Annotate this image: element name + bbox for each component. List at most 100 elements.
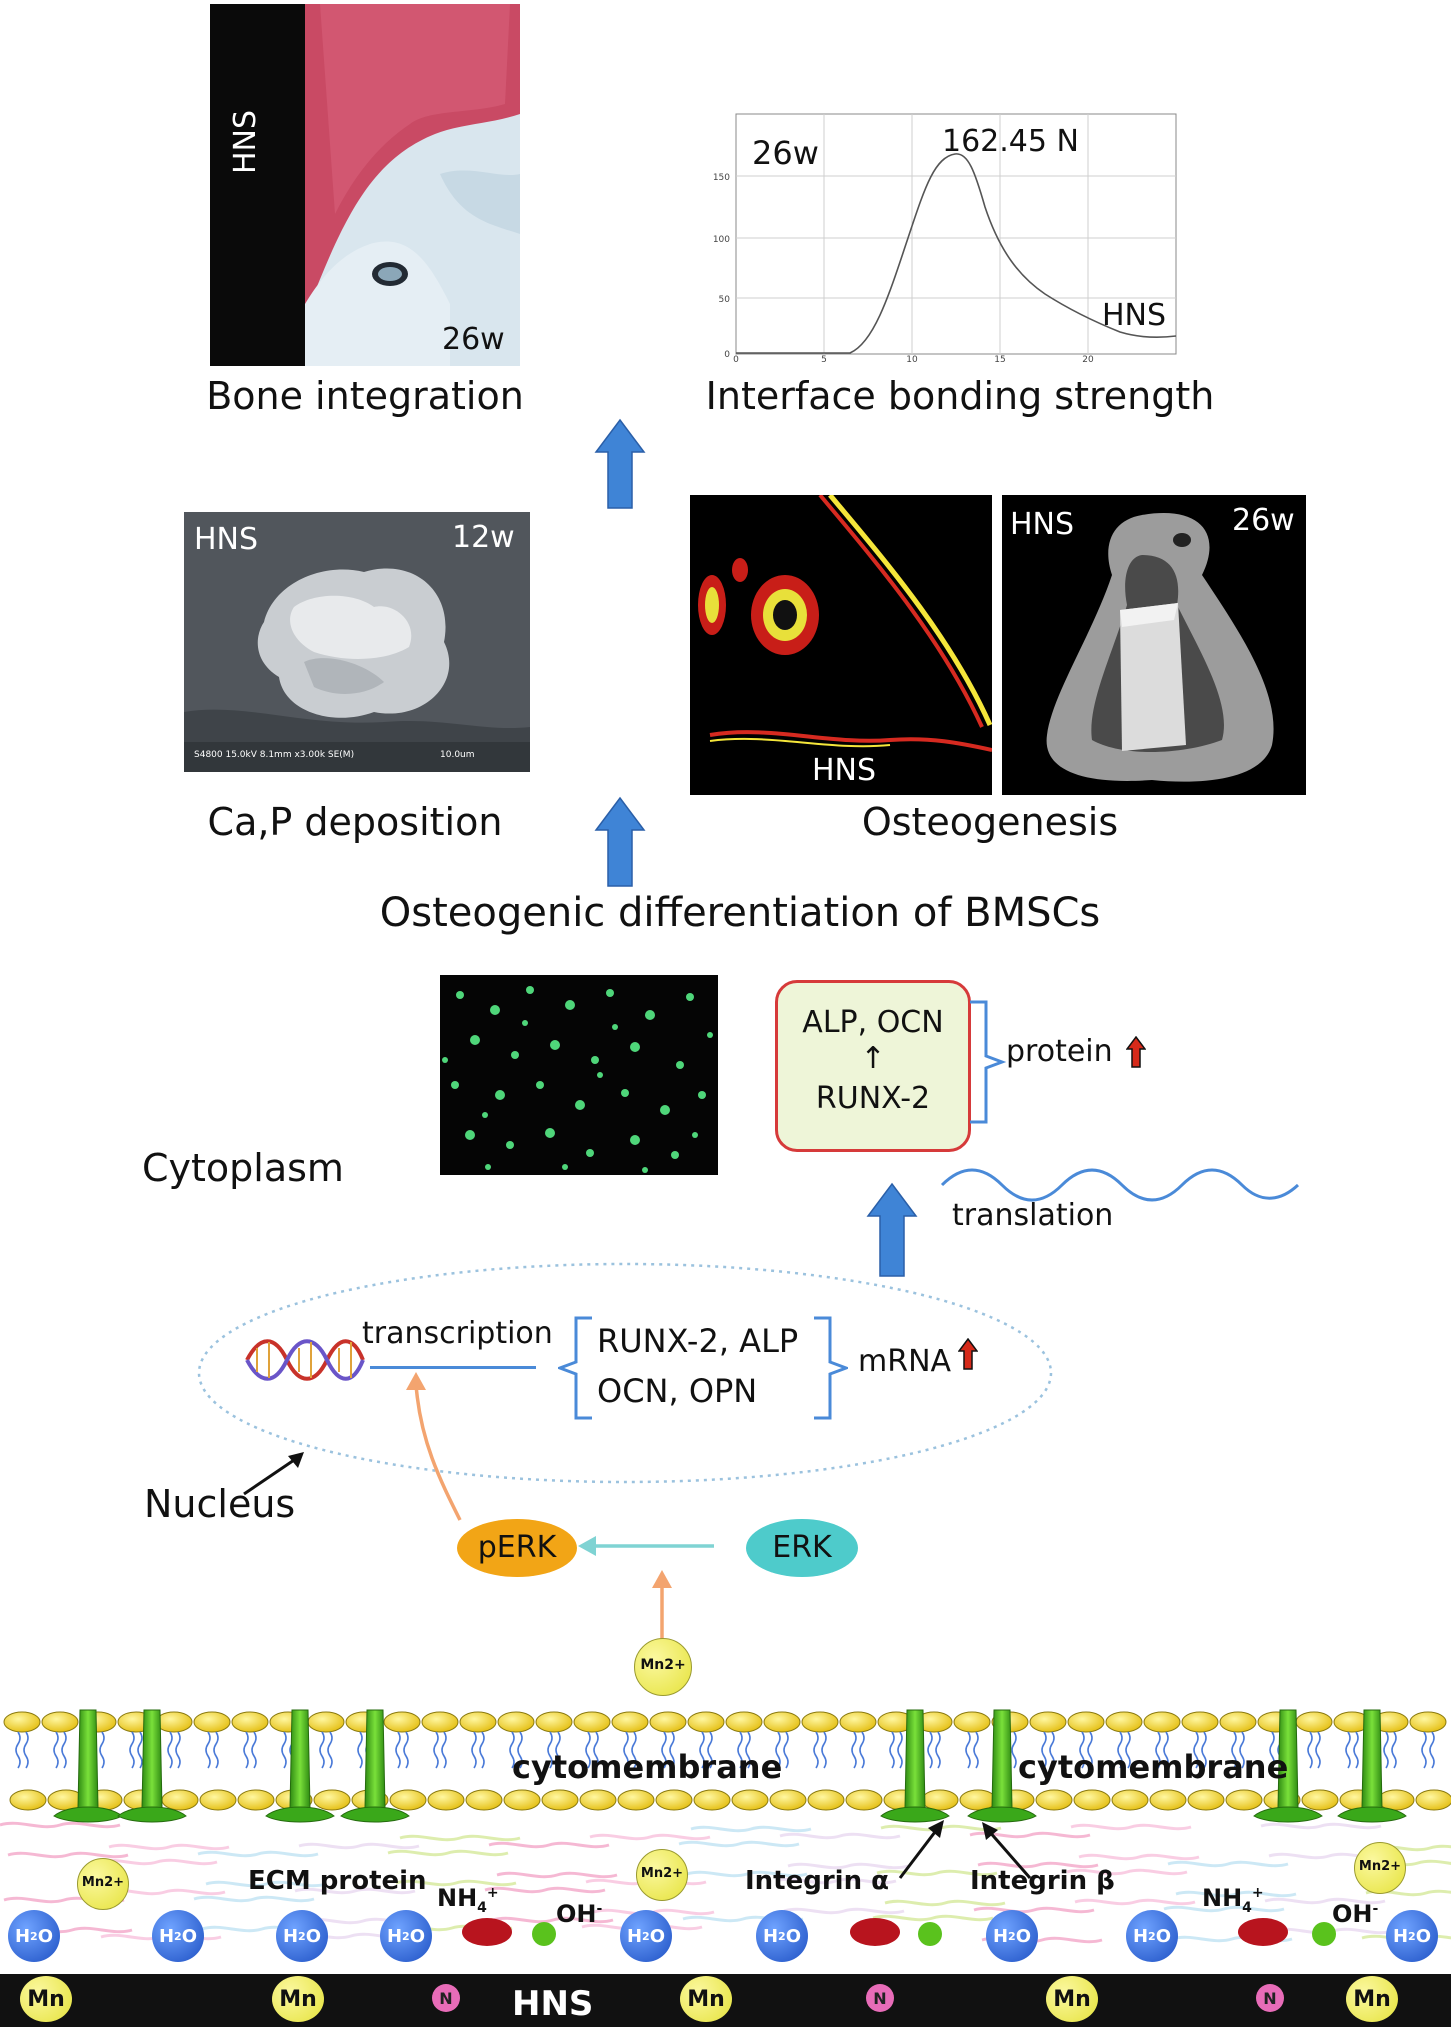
- lipid-tail: [935, 1731, 941, 1769]
- ct-hns-label: HNS: [1010, 507, 1075, 542]
- mn-ion-ecm-left-label: Mn2+: [81, 1875, 125, 1890]
- lipid-tail: [1353, 1731, 1359, 1769]
- lipid-head: [725, 1711, 763, 1733]
- cytomembrane-label-left: cytomembrane: [512, 1748, 783, 1786]
- ecm-fiber: [783, 1907, 905, 1915]
- integrin-foot: [117, 1806, 187, 1823]
- ecm-fiber: [0, 1821, 121, 1829]
- ytick-50: 50: [719, 295, 731, 305]
- lipid-head: [535, 1711, 573, 1733]
- integrin-foot: [1337, 1806, 1407, 1823]
- lipid-tail: [1307, 1731, 1313, 1769]
- lipid-tail: [1345, 1731, 1351, 1769]
- lipid-head: [1105, 1711, 1143, 1733]
- integrin-stalk: [1361, 1709, 1383, 1809]
- ecm-fiber: [488, 1841, 610, 1849]
- lipid-head: [921, 1789, 959, 1811]
- lipid-head: [617, 1789, 655, 1811]
- lipid-head: [839, 1711, 877, 1733]
- lipid-tail: [251, 1731, 257, 1769]
- ecm-fiber: [108, 1843, 230, 1851]
- integrin-foot: [340, 1806, 410, 1823]
- ecm-fiber: [492, 1916, 614, 1924]
- lipid-head: [1415, 1789, 1451, 1811]
- lipid-tail: [1117, 1731, 1123, 1769]
- force-curve: [736, 153, 1177, 354]
- lipid-head: [611, 1711, 649, 1733]
- n-substrate-atom: N: [866, 1984, 894, 2012]
- genes-bracket-right: [814, 1316, 848, 1420]
- ecm-fiber: [1066, 1868, 1188, 1876]
- hns-substrate-label: HNS: [512, 1984, 594, 2024]
- n-substrate-atom: N: [432, 1984, 460, 2012]
- ecm-fiber: [779, 1832, 901, 1840]
- lipid-head: [503, 1789, 541, 1811]
- nucleus-outline: [197, 1262, 1053, 1484]
- lipid-tail: [965, 1731, 971, 1769]
- lipid-tail: [129, 1731, 135, 1769]
- lipid-tail: [669, 1731, 675, 1769]
- ecm-protein-label: ECM protein: [248, 1866, 427, 1896]
- lipid-tail: [1421, 1731, 1427, 1769]
- nh4-label-left: NH4+: [437, 1884, 499, 1916]
- lipid-tail: [1231, 1731, 1237, 1769]
- lipid-tail: [889, 1731, 895, 1769]
- lipid-head: [1111, 1789, 1149, 1811]
- lipid-tail: [1269, 1731, 1275, 1769]
- lipid-head: [1143, 1711, 1181, 1733]
- lipid-tail: [1429, 1731, 1435, 1769]
- lipid-head: [1187, 1789, 1225, 1811]
- lipid-head: [579, 1789, 617, 1811]
- lipid-tail: [509, 1731, 515, 1769]
- lipid-tail: [851, 1731, 857, 1769]
- ecm-fiber: [1078, 1853, 1200, 1861]
- lipid-tail: [737, 1731, 743, 1769]
- bone-time-label: 26w: [442, 322, 505, 357]
- integrin-stalk: [141, 1709, 163, 1809]
- fluor-hns-label: HNS: [812, 753, 877, 788]
- integrin-foot: [880, 1806, 950, 1823]
- signaling-arrows: [406, 1372, 714, 1646]
- perk-node: pERK: [457, 1519, 577, 1577]
- lipid-tail: [973, 1731, 979, 1769]
- mrna-wave: [940, 1168, 1300, 1202]
- strength-series-label: HNS: [1102, 298, 1167, 333]
- up-arrow-1: [594, 418, 646, 509]
- lipid-head: [389, 1789, 427, 1811]
- lipid-head: [693, 1789, 731, 1811]
- cell-fluorescence-image: [440, 975, 718, 1175]
- mn-ion-ecm-right: Mn2+: [1354, 1842, 1406, 1894]
- cell-membrane: [0, 1709, 1451, 2027]
- lipid-head: [9, 1789, 47, 1811]
- genes-bracket-left: [558, 1316, 592, 1420]
- ecm-fiber: [399, 1834, 521, 1842]
- integrin-stalk: [991, 1709, 1013, 1809]
- lipid-head: [383, 1711, 421, 1733]
- xtick-10: 10: [906, 355, 918, 362]
- lipid-head: [731, 1789, 769, 1811]
- lipid-head: [1073, 1789, 1111, 1811]
- lipid-tail: [661, 1731, 667, 1769]
- lipid-head: [161, 1789, 199, 1811]
- ecm-fiber: [1175, 1890, 1297, 1898]
- sem-image: HNS 12w S4800 15.0kV 8.1mm x3.00k SE(M) …: [184, 512, 530, 772]
- lipid-head: [655, 1789, 693, 1811]
- protein-label: protein: [1006, 1034, 1113, 1069]
- protein-box: ALP, OCN ↑ RUNX-2: [775, 980, 971, 1152]
- integrin-foot: [967, 1806, 1037, 1823]
- integrin-foot: [1253, 1806, 1323, 1823]
- lipid-tail: [1049, 1731, 1055, 1769]
- ecm-fiber: [690, 1825, 812, 1833]
- lipid-head: [231, 1711, 269, 1733]
- lipid-tail: [175, 1731, 181, 1769]
- lipid-tail: [821, 1731, 827, 1769]
- lipid-head: [1219, 1711, 1257, 1733]
- lipid-tail: [433, 1731, 439, 1769]
- lipid-head: [649, 1711, 687, 1733]
- genes-line2: OCN, OPN: [597, 1372, 758, 1410]
- lipid-tail: [441, 1731, 447, 1769]
- ecm-fiber: [678, 1840, 800, 1848]
